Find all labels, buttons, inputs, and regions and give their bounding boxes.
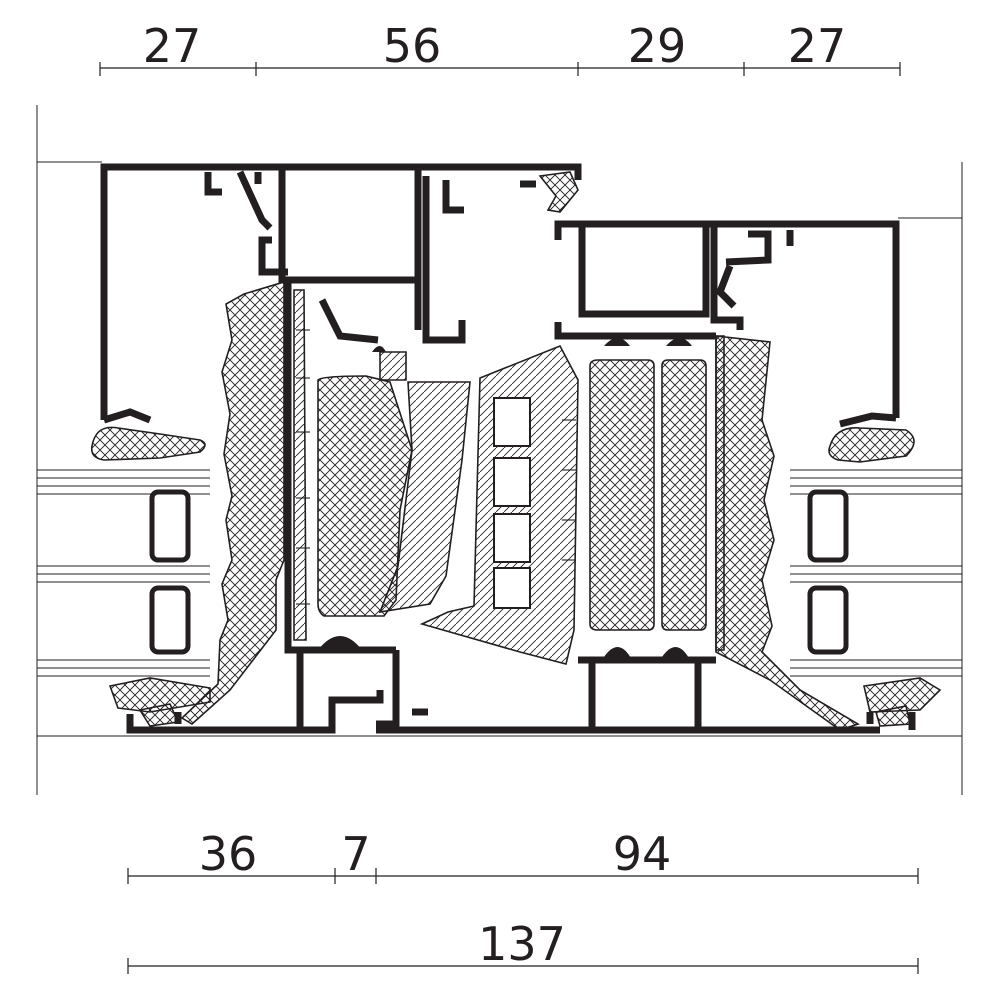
bottom-dim-1: 36: [199, 827, 258, 881]
total-dim: 137: [478, 917, 566, 971]
left-insulation: [180, 280, 471, 725]
top-dim-1: 27: [143, 19, 202, 73]
bottom-dim-2: 7: [341, 827, 370, 881]
screw-marks: [296, 329, 576, 605]
right-sash-profile: [554, 220, 916, 730]
glass-pane-right: [790, 469, 962, 677]
middle-polyamide: [419, 344, 579, 665]
top-dim-2: 56: [383, 19, 442, 73]
left-sash-profile: [100, 163, 880, 734]
gaskets: [90, 171, 942, 727]
top-dimension-chain: 27 56 29 27: [99, 19, 901, 76]
top-dim-3: 29: [628, 19, 687, 73]
top-dim-4: 27: [788, 19, 847, 73]
bottom-dimension-chain: 36 7 94: [127, 827, 919, 884]
total-dimension: 137: [127, 917, 919, 974]
bottom-dim-3: 94: [613, 827, 672, 881]
right-insulation: [589, 335, 860, 731]
glass-pane-left: [37, 469, 210, 677]
